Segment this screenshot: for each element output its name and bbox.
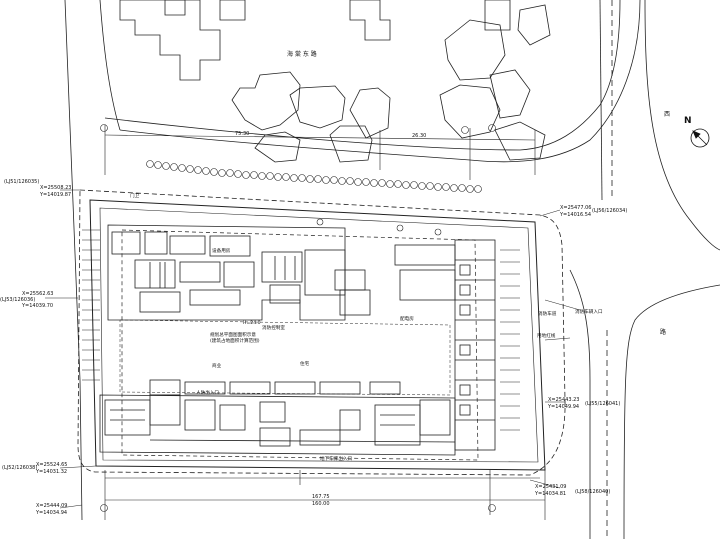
- dimension-bottom-value-2: 160.00: [312, 501, 330, 507]
- road-edge-left: [64, 0, 83, 521]
- coord-nw-ref: (LJ51/126035): [4, 179, 40, 185]
- road-edge-left-2: [99, 0, 121, 131]
- dimension-bottom-value: 167.75: [312, 494, 330, 500]
- site-boundary-inner: [89, 199, 546, 471]
- building-east: [394, 239, 496, 451]
- parking-west: [82, 229, 100, 381]
- grid-markers: [100, 124, 496, 512]
- north-arrow: [690, 128, 710, 148]
- fire-entry-label: 消防车辆入口: [575, 310, 603, 315]
- road-edge-top: [119, 0, 641, 163]
- street-label-top: 海 棠 东 路: [287, 51, 317, 58]
- road-edge-top-2: [104, 0, 621, 151]
- coord-se-ref: (LJ55/126041): [585, 401, 621, 407]
- road-edge-right-1: [599, 0, 603, 201]
- road-edge-right-2: [644, 0, 720, 251]
- central-note-2: (建筑占地面积计算范围): [210, 339, 260, 344]
- parking-east: [500, 249, 520, 431]
- fire-lane: [121, 229, 479, 461]
- dimension-top: [104, 125, 536, 180]
- courtyard-outline: [119, 319, 451, 396]
- street-label-right-bottom: 路: [660, 329, 667, 336]
- site-fence: [99, 207, 539, 463]
- site-boundary-label: 用地红线: [537, 334, 556, 339]
- coord-se-x: X=25443.23: [548, 397, 580, 403]
- coord-w-y: Y=14039.70: [22, 303, 54, 309]
- building-north: [107, 224, 371, 321]
- street-label-right-top: 西: [664, 111, 671, 118]
- central-note: 规划总平面图面积示意: [210, 333, 256, 338]
- coord-ne-y: Y=14016.54: [560, 212, 592, 218]
- coord-w-x: X=25562.63: [22, 291, 54, 297]
- dimension-bottom: [104, 470, 546, 520]
- height-label: H=24.0: [243, 321, 261, 326]
- coord-s-ref: (LJ58/126040): [575, 489, 611, 495]
- road-edge-right-4: [569, 269, 591, 539]
- coord-s-x: X=25431.09: [535, 484, 567, 490]
- coord-sw-y: Y=14031.32: [36, 469, 68, 475]
- fire-lane-label: 消防车道: [538, 312, 557, 317]
- room-label-guard: 门卫: [130, 194, 140, 199]
- coord-ne-x: X=25477.06: [560, 205, 592, 211]
- building-south: [99, 379, 456, 456]
- room-label-residential: 住宅: [300, 362, 310, 367]
- coord-w-ref: (LJ53/126036): [0, 297, 36, 303]
- coord-sw-x: X=25524.65: [36, 462, 68, 468]
- room-label-civil-defense: 人防出入口: [196, 391, 219, 396]
- room-label-power: 配电房: [400, 317, 414, 322]
- coord-sw-ref: (LJ52/126038): [2, 465, 38, 471]
- coord-s2-y: Y=14034.94: [36, 510, 68, 516]
- dimension-top-value: 75.30: [235, 131, 250, 137]
- room-label-equipment: 设备用房: [212, 249, 231, 254]
- leader-lines: [45, 189, 581, 509]
- existing-buildings-top: [119, 0, 551, 163]
- coord-se-y: Y=14049.94: [548, 404, 580, 410]
- coord-nw-x: X=25508.23: [40, 185, 72, 191]
- room-label-fire-control: 消防控制室: [262, 326, 285, 331]
- coord-s-y: Y=14034.81: [535, 491, 567, 497]
- room-label-garage-entry: 地下车库出入口: [320, 457, 353, 462]
- coord-s2-x: X=25444.09: [36, 503, 68, 509]
- coord-ne-ref: (LJ56/126034): [592, 208, 628, 214]
- dimension-top-value-2: 26.30: [412, 133, 427, 139]
- road-edge-right-3: [623, 284, 720, 539]
- coord-nw-y: Y=14019.87: [40, 192, 72, 198]
- site-boundary: [77, 189, 566, 476]
- tree-row: [146, 160, 482, 193]
- room-label-commercial: 商业: [212, 364, 222, 369]
- north-label: N: [684, 116, 692, 126]
